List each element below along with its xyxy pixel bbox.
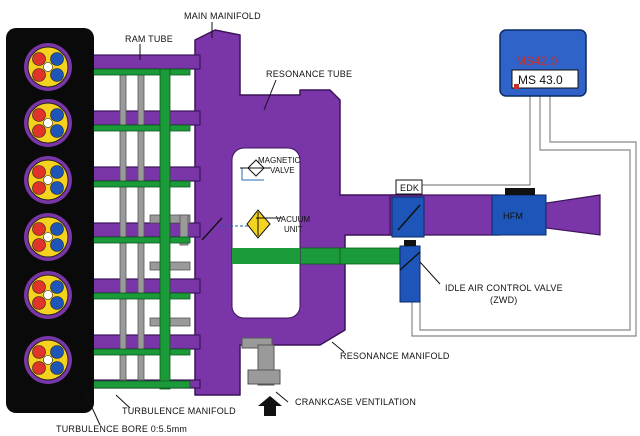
label-vacuum-unit-2: UNIT: [284, 225, 303, 234]
label-crankcase-ventilation: CRANKCASE VENTILATION: [295, 397, 416, 407]
label-resonance-tube: RESONANCE TUBE: [266, 69, 352, 79]
ecu-ms42-label: MS42.0: [516, 54, 558, 68]
magnetic-valve-group: [201, 159, 271, 241]
edk-throttle: [391, 196, 425, 238]
crankcase-pipe: [241, 337, 282, 416]
ecu-wiring: [411, 95, 637, 337]
label-turbulence-bore: TURBULENCE BORE 0:5.5mm: [56, 424, 187, 434]
throttle-intake: HFM EDK: [389, 179, 601, 303]
green-tube-chamber: [232, 248, 300, 264]
label-vacuum-unit-1: VACUUM: [276, 215, 310, 224]
label-ram-tube: RAM TUBE: [125, 34, 173, 44]
label-idle-air-1: IDLE AIR CONTROL VALVE: [445, 283, 563, 293]
label-main-manifold: MAIN MAINIFOLD: [184, 11, 261, 21]
label-magnetic-valve-1: MAGNETIC: [258, 156, 300, 165]
cylinder-3: [24, 156, 72, 204]
cylinder-2: [24, 99, 72, 147]
leader-lines: [83, 22, 441, 426]
cylinders: [24, 43, 72, 384]
edk-label: EDK: [400, 183, 419, 193]
edk-box: [395, 179, 423, 195]
ecu-ms43-label: MS 43.0: [518, 73, 563, 87]
cylinder-6: [24, 336, 72, 384]
hfm-top: [505, 188, 535, 195]
resonance-chamber: [231, 147, 301, 319]
cylinder-1: [24, 43, 72, 91]
cylinder-5: [24, 271, 72, 319]
hfm-label: HFM: [503, 211, 523, 221]
flow-arrow-icon: [258, 396, 282, 416]
ecu-unit: MS42.0 MS 43.0: [499, 29, 587, 97]
label-magnetic-valve-2: VALVE: [270, 166, 295, 175]
hfm-sensor: [491, 194, 547, 236]
label-resonance-manifold: RESONANCE MANIFOLD: [340, 351, 450, 361]
label-turbulence-manifold: TURBULENCE MANIFOLD: [122, 406, 236, 416]
cylinder-4: [24, 213, 72, 261]
label-idle-air-2: (ZWD): [490, 295, 518, 305]
turbulence-manifold: [89, 68, 401, 390]
